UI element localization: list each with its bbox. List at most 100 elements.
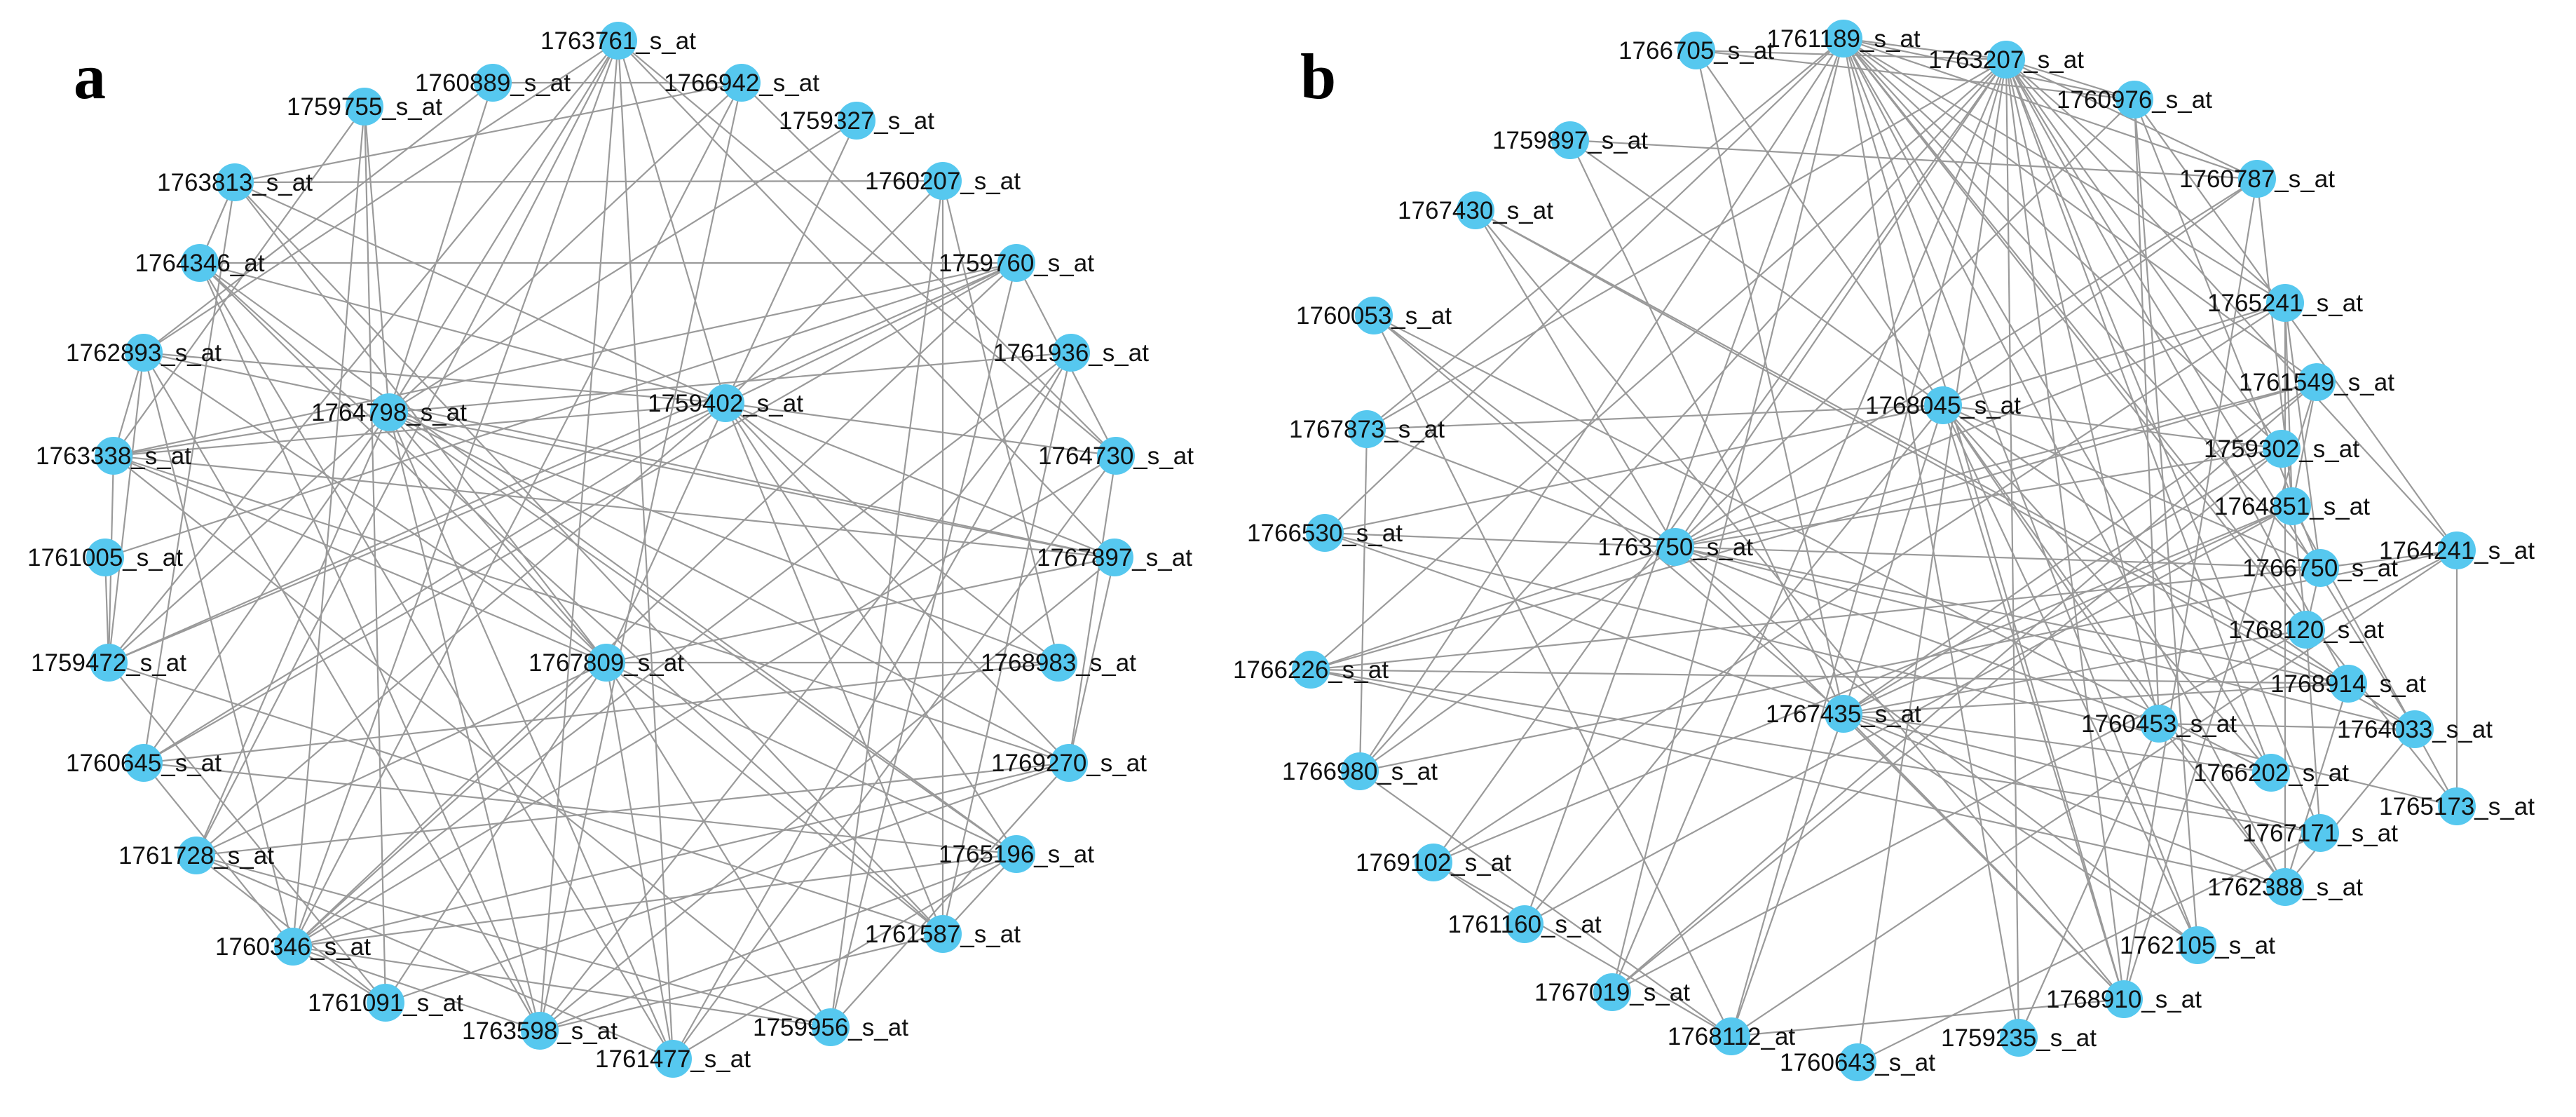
a-node-1759402_s_at[interactable]: 1759402_s_at xyxy=(648,384,803,422)
a-node-1761587_s_at[interactable]: 1761587_s_at xyxy=(865,915,1021,953)
b-node-1759897_s_at[interactable]: 1759897_s_at xyxy=(1492,121,1648,159)
a-node-1763598_s_at[interactable]: 1763598_s_at xyxy=(462,1012,618,1050)
node-circle[interactable] xyxy=(1292,651,1330,689)
node-circle[interactable] xyxy=(1987,41,2025,79)
a-node-1762893_s_at[interactable]: 1762893_s_at xyxy=(66,334,222,372)
a-node-1760645_s_at[interactable]: 1760645_s_at xyxy=(66,744,222,782)
b-node-1760787_s_at[interactable]: 1760787_s_at xyxy=(2179,160,2335,198)
node-circle[interactable] xyxy=(95,437,132,475)
node-circle[interactable] xyxy=(997,244,1035,282)
b-node-1760976_s_at[interactable]: 1760976_s_at xyxy=(2057,81,2212,119)
b-node-1765241_s_at[interactable]: 1765241_s_at xyxy=(2207,284,2363,322)
node-circle[interactable] xyxy=(1924,386,1962,424)
b-node-1768045_s_at[interactable]: 1768045_s_at xyxy=(1865,386,2021,424)
b-node-1767430_s_at[interactable]: 1767430_s_at xyxy=(1398,191,1553,229)
node-circle[interactable] xyxy=(181,244,219,282)
node-circle[interactable] xyxy=(2105,980,2143,1018)
node-circle[interactable] xyxy=(2115,81,2153,119)
node-circle[interactable] xyxy=(2000,1019,2038,1057)
node-circle[interactable] xyxy=(2329,665,2367,703)
node-circle[interactable] xyxy=(1040,644,1077,682)
node-circle[interactable] xyxy=(370,393,408,431)
node-circle[interactable] xyxy=(2263,430,2301,468)
node-circle[interactable] xyxy=(521,1012,559,1050)
a-node-1760346_s_at[interactable]: 1760346_s_at xyxy=(215,928,371,966)
node-circle[interactable] xyxy=(924,915,962,953)
node-circle[interactable] xyxy=(1825,20,1862,57)
b-node-1760453_s_at[interactable]: 1760453_s_at xyxy=(2081,705,2237,743)
node-circle[interactable] xyxy=(1551,121,1589,159)
node-circle[interactable] xyxy=(924,162,962,200)
b-node-1767171_s_at[interactable]: 1767171_s_at xyxy=(2242,814,2398,852)
node-circle[interactable] xyxy=(216,163,254,201)
a-node-1760889_s_at[interactable]: 1760889_s_at xyxy=(415,64,571,102)
b-node-1766202_s_at[interactable]: 1766202_s_at xyxy=(2193,754,2349,792)
node-circle[interactable] xyxy=(2238,160,2276,198)
a-node-1765196_s_at[interactable]: 1765196_s_at xyxy=(939,835,1094,873)
a-node-1759760_s_at[interactable]: 1759760_s_at xyxy=(939,244,1094,282)
node-circle[interactable] xyxy=(2179,926,2216,964)
node-circle[interactable] xyxy=(723,64,761,102)
node-circle[interactable] xyxy=(1341,752,1379,790)
a-node-1769270_s_at[interactable]: 1769270_s_at xyxy=(991,744,1147,782)
node-circle[interactable] xyxy=(1506,905,1543,943)
b-node-1767873_s_at[interactable]: 1767873_s_at xyxy=(1289,410,1445,448)
node-circle[interactable] xyxy=(177,837,215,874)
b-node-1763750_s_at[interactable]: 1763750_s_at xyxy=(1597,528,1753,566)
b-node-1766750_s_at[interactable]: 1766750_s_at xyxy=(2242,549,2398,587)
node-circle[interactable] xyxy=(599,22,637,60)
node-circle[interactable] xyxy=(1052,334,1090,372)
a-node-1759956_s_at[interactable]: 1759956_s_at xyxy=(753,1008,908,1046)
a-node-1763338_s_at[interactable]: 1763338_s_at xyxy=(36,437,191,475)
a-node-1760207_s_at[interactable]: 1760207_s_at xyxy=(865,162,1021,200)
b-node-1761160_s_at[interactable]: 1761160_s_at xyxy=(1447,905,1602,943)
b-node-1764851_s_at[interactable]: 1764851_s_at xyxy=(2214,487,2370,525)
b-node-1759235_s_at[interactable]: 1759235_s_at xyxy=(1941,1019,2097,1057)
a-node-1763761_s_at[interactable]: 1763761_s_at xyxy=(540,22,696,60)
b-node-1766980_s_at[interactable]: 1766980_s_at xyxy=(1282,752,1438,790)
node-circle[interactable] xyxy=(1050,744,1088,782)
b-node-1763207_s_at[interactable]: 1763207_s_at xyxy=(1928,41,2084,79)
b-node-1762388_s_at[interactable]: 1762388_s_at xyxy=(2207,868,2363,906)
node-circle[interactable] xyxy=(654,1040,692,1078)
node-circle[interactable] xyxy=(1348,410,1386,448)
node-circle[interactable] xyxy=(274,928,312,966)
b-node-1762105_s_at[interactable]: 1762105_s_at xyxy=(2120,926,2275,964)
node-circle[interactable] xyxy=(2301,549,2339,587)
node-circle[interactable] xyxy=(2301,814,2339,852)
a-node-1761091_s_at[interactable]: 1761091_s_at xyxy=(308,984,463,1022)
b-node-1768914_s_at[interactable]: 1768914_s_at xyxy=(2270,665,2426,703)
node-circle[interactable] xyxy=(1355,297,1393,334)
node-circle[interactable] xyxy=(2438,532,2476,569)
node-circle[interactable] xyxy=(1306,514,1344,552)
b-node-1768120_s_at[interactable]: 1768120_s_at xyxy=(2228,611,2384,649)
a-node-1767897_s_at[interactable]: 1767897_s_at xyxy=(1037,539,1192,576)
node-circle[interactable] xyxy=(1457,191,1494,229)
node-circle[interactable] xyxy=(1415,844,1452,881)
node-circle[interactable] xyxy=(2438,787,2476,825)
node-circle[interactable] xyxy=(1096,539,1133,576)
node-circle[interactable] xyxy=(2140,705,2178,743)
node-circle[interactable] xyxy=(2298,363,2336,401)
node-circle[interactable] xyxy=(1712,1017,1750,1055)
node-circle[interactable] xyxy=(838,102,875,140)
node-circle[interactable] xyxy=(1839,1043,1876,1081)
node-circle[interactable] xyxy=(997,835,1035,873)
b-node-1765173_s_at[interactable]: 1765173_s_at xyxy=(2379,787,2535,825)
node-circle[interactable] xyxy=(1097,437,1135,475)
b-node-1769102_s_at[interactable]: 1769102_s_at xyxy=(1356,844,1511,881)
a-node-1759327_s_at[interactable]: 1759327_s_at xyxy=(779,102,934,140)
b-node-1768910_s_at[interactable]: 1768910_s_at xyxy=(2046,980,2202,1018)
node-circle[interactable] xyxy=(474,64,512,102)
b-node-1768112_at[interactable]: 1768112_at xyxy=(1668,1017,1796,1055)
node-circle[interactable] xyxy=(1825,695,1862,733)
a-node-1764346_at[interactable]: 1764346_at xyxy=(135,244,265,282)
node-circle[interactable] xyxy=(125,334,163,372)
a-node-1766942_s_at[interactable]: 1766942_s_at xyxy=(664,64,819,102)
a-node-1764798_s_at[interactable]: 1764798_s_at xyxy=(311,393,467,431)
node-circle[interactable] xyxy=(1677,32,1715,69)
b-node-1767435_s_at[interactable]: 1767435_s_at xyxy=(1766,695,1921,733)
node-circle[interactable] xyxy=(812,1008,850,1046)
node-circle[interactable] xyxy=(2273,487,2311,525)
b-node-1760053_s_at[interactable]: 1760053_s_at xyxy=(1296,297,1452,334)
